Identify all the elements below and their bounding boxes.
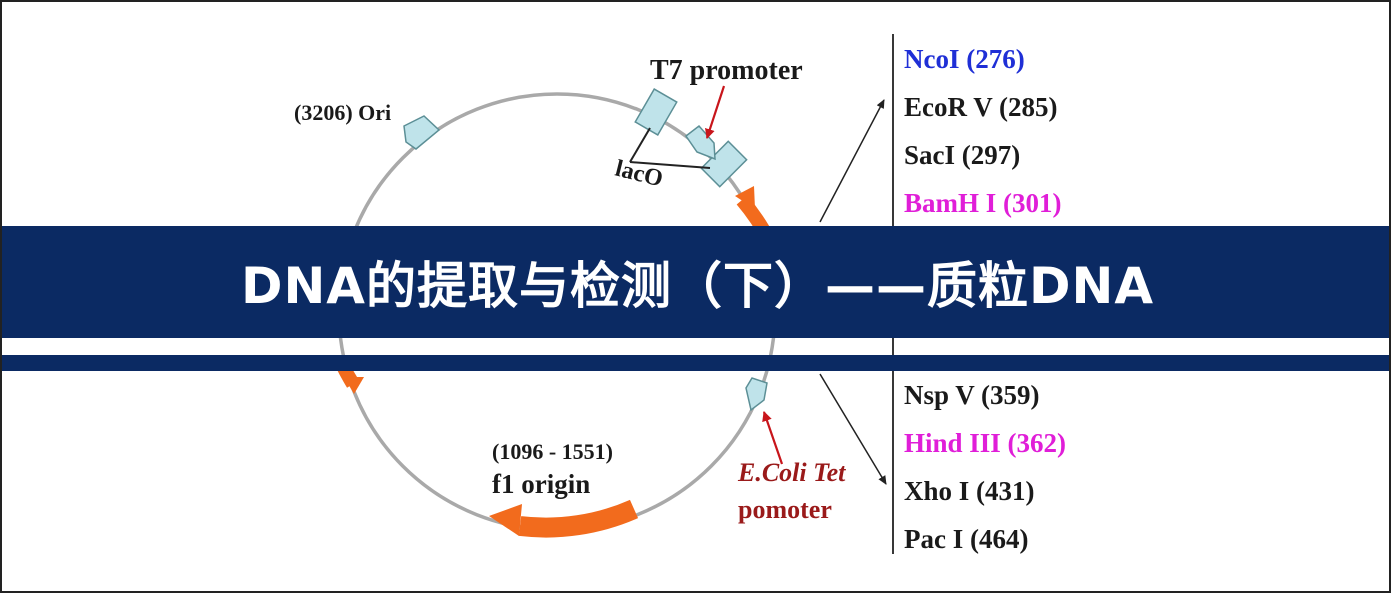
tet-promoter-label-line2: pomoter [738,495,832,524]
t7-promoter-label: T7 promoter [650,55,803,86]
mcs-line-lower [819,373,887,485]
t7-promoter-arrow [684,124,716,161]
t7-pointer-arrow [705,85,726,139]
site-nspv: Nsp V (359) [904,380,1040,410]
site-bamhi: BamH I (301) [904,188,1062,218]
laco-line-1 [629,127,651,163]
site-hindiii: Hind III (362) [904,428,1066,458]
laco-box-1 [634,88,678,136]
laco-line-2 [629,161,711,169]
laco-label: lacO [613,156,666,193]
site-ecorv: EcoR V (285) [904,92,1058,122]
site-ncoi: NcoI (276) [904,44,1025,74]
f1-origin-arrow [518,499,639,538]
tet-promoter-arrow [745,377,768,412]
feature-arrowhead-left [344,377,364,394]
mcs-line-upper [819,99,885,223]
site-saci: SacI (297) [904,140,1020,170]
site-paci: Pac I (464) [904,524,1028,554]
title-banner: DNA的提取与检测（下）——质粒DNA [2,226,1389,338]
ori-label: (3206) Ori [294,100,391,125]
f1-range-label: (1096 - 1551) [492,439,613,464]
banner-stripe [2,355,1389,371]
ori-arrow [403,115,441,150]
tet-pointer-arrow [762,411,784,465]
feature-arrowhead-right [735,186,755,209]
f1-origin-arrowhead [489,504,522,536]
site-xhoi: Xho I (431) [904,476,1035,506]
f1-origin-label: f1 origin [492,469,590,499]
tet-promoter-label-line1: E.Coli Tet [737,458,846,487]
banner-title: DNA的提取与检测（下）——质粒DNA [240,257,1155,315]
